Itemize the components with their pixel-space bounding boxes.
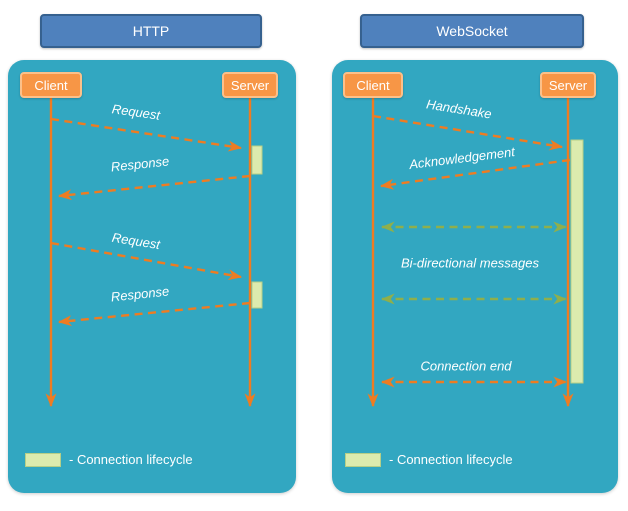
websocket-handshake-arrow (372, 114, 564, 151)
http-request-arrow-2 (50, 241, 243, 281)
http-title: HTTP (40, 14, 262, 48)
http-response-arrow-2 (57, 301, 251, 327)
http-activation-bar-1 (251, 145, 263, 175)
http-activation-bar-2 (251, 281, 263, 309)
http-panel: Client Server Request Response Request R… (8, 60, 296, 493)
http-request-arrow-1 (50, 117, 243, 152)
http-response-arrow-1 (57, 174, 251, 201)
websocket-diagram-lines (367, 98, 584, 408)
websocket-server-box: Server (540, 72, 596, 98)
http-legend: - Connection lifecycle (25, 452, 193, 467)
websocket-message-connection-end: Connection end (420, 358, 512, 374)
websocket-panel: Client Server Handshake Acknowledgement … (332, 60, 618, 493)
websocket-legend-swatch (345, 452, 381, 467)
http-legend-label: - Connection lifecycle (69, 452, 193, 467)
websocket-client-box: Client (343, 72, 403, 98)
http-client-box: Client (20, 72, 82, 98)
http-server-box: Server (222, 72, 278, 98)
websocket-message-bidirectional: Bi-directional messages (400, 255, 540, 271)
http-diagram-lines (45, 98, 263, 408)
websocket-legend: - Connection lifecycle (345, 452, 513, 467)
websocket-ack-arrow (379, 158, 571, 190)
websocket-activation-bar (570, 139, 584, 384)
websocket-title: WebSocket (360, 14, 584, 48)
http-legend-swatch (25, 452, 61, 467)
websocket-legend-label: - Connection lifecycle (389, 452, 513, 467)
